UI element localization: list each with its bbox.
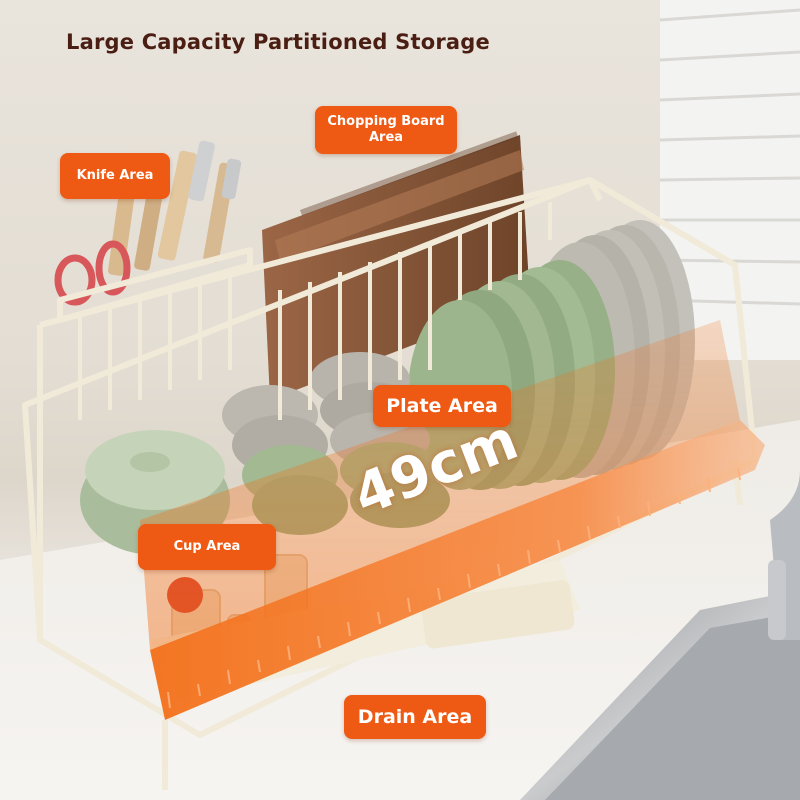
knives [107,140,242,276]
cup-area-label: Cup Area [138,524,276,570]
drain-area-label: Drain Area [344,695,486,739]
knife-area-label: Knife Area [60,153,170,199]
sink [520,470,800,800]
size-highlight-fade [140,320,740,650]
rack-wires [78,202,552,420]
chopping-boards [262,131,530,400]
drain-spout [421,580,575,649]
size-highlight-band [150,420,765,720]
scissors [54,240,131,306]
headline: Large Capacity Partitioned Storage [66,30,490,54]
plate-area-label: Plate Area [373,385,511,427]
ruler-ticks [167,467,741,709]
chopping-board-area-label: Chopping Board Area [315,106,457,154]
